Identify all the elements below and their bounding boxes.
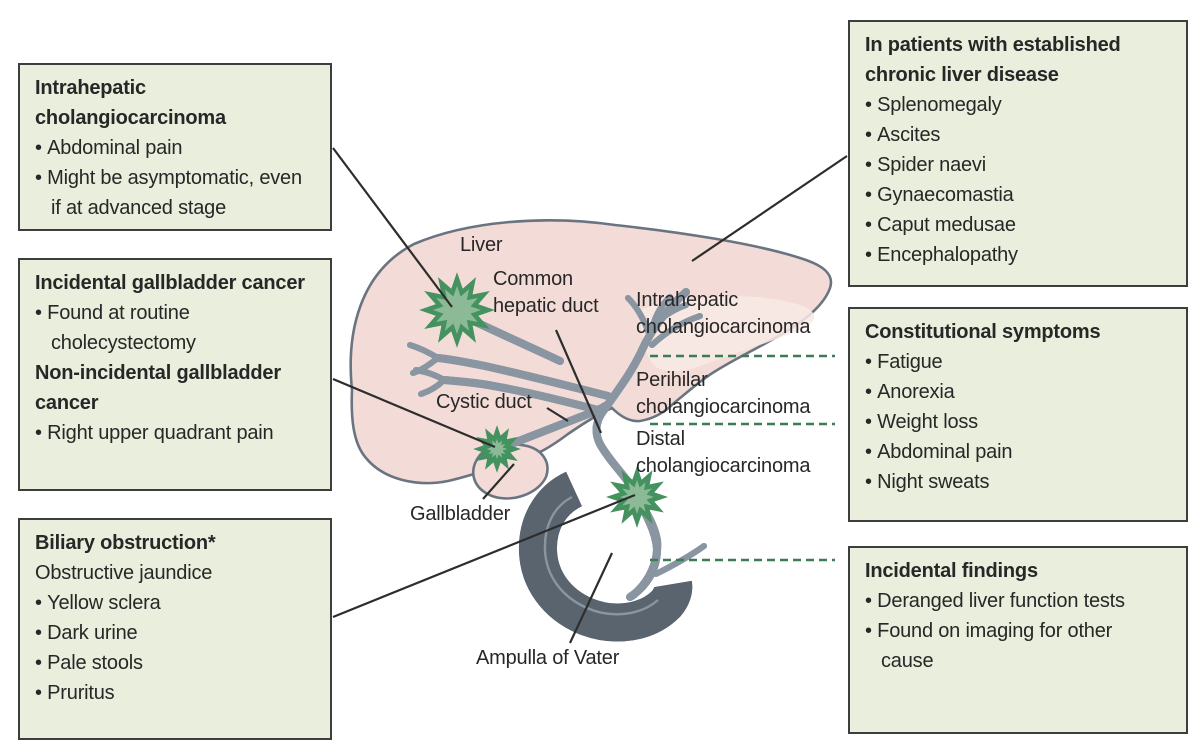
- panel-title: Biliary obstruction*: [35, 532, 216, 554]
- connector-lines: [332, 147, 848, 644]
- pointer-common-hepatic-duct: [554, 329, 603, 434]
- bullet-item: Dark urine: [35, 618, 310, 648]
- bullet-item: Pale stools: [35, 648, 310, 678]
- bullet-item: Night sweats: [865, 467, 1166, 497]
- connector-intrahepatic-panel: [332, 147, 453, 308]
- label-distal-cholangiocarcinoma: Distal cholangiocarcinoma: [636, 428, 811, 477]
- panel-title: Constitutional symptoms: [865, 321, 1101, 343]
- panel-gallbladder: Incidental gallbladder cancer Found at r…: [18, 258, 332, 491]
- panel-constitutional-symptoms: Constitutional symptoms Fatigue Anorexia…: [848, 307, 1188, 522]
- duodenum-shape: [538, 489, 673, 622]
- connector-gallbladder-panel: [332, 377, 496, 449]
- panel-title: Incidental gallbladder cancer: [35, 272, 305, 294]
- panel-title: Non-incidental gallbladder cancer: [35, 362, 281, 414]
- pointer-ampulla: [569, 552, 613, 644]
- label-cystic-duct: Cystic duct: [436, 391, 532, 413]
- bullet-item: Weight loss: [865, 407, 1166, 437]
- bullet-item: Found at routine cholecystectomy: [35, 298, 310, 358]
- panel-intrahepatic: Intrahepatic cholangiocarcinoma Abdomina…: [18, 63, 332, 231]
- bullet-item: Fatigue: [865, 347, 1166, 377]
- bullet-item: Encephalopathy: [865, 240, 1166, 270]
- bullet-item: Anorexia: [865, 377, 1166, 407]
- dashed-connectors: [650, 354, 835, 562]
- panel-biliary-obstruction: Biliary obstruction* Obstructive jaundic…: [18, 518, 332, 740]
- panel-incidental-findings: Incidental findings Deranged liver funct…: [848, 546, 1188, 734]
- tumour-starburst-icon-intrahepatic: [419, 272, 495, 348]
- bullet-item: Caput medusae: [865, 210, 1166, 240]
- bullet-item: Deranged liver function tests: [865, 586, 1166, 616]
- bullet-item: Splenomegaly: [865, 90, 1166, 120]
- bullet-item: Abdominal pain: [35, 133, 310, 163]
- panel-chronic-liver-disease: In patients with established chronic liv…: [848, 20, 1188, 287]
- duodenum-inner-fold: [543, 495, 659, 616]
- label-intrahepatic-cholangiocarcinoma: Intrahepatic cholangiocarcinoma: [636, 289, 811, 338]
- bullet-item: Spider naevi: [865, 150, 1166, 180]
- bullet-item: Ascites: [865, 120, 1166, 150]
- label-ampulla-of-vater: Ampulla of Vater: [476, 647, 620, 669]
- label-liver: Liver: [460, 234, 503, 256]
- label-perihilar-cholangiocarcinoma: Perihilar cholangiocarcinoma: [636, 369, 811, 418]
- label-gallbladder: Gallbladder: [410, 503, 511, 525]
- bullet-item: Found on imaging for other cause: [865, 616, 1166, 676]
- tumour-starburst-icon-distal: [606, 466, 668, 528]
- connector-biliary-panel: [332, 493, 636, 619]
- bullet-item: Right upper quadrant pain: [35, 418, 310, 448]
- pointer-cystic-duct: [546, 407, 569, 422]
- bullet-item: Abdominal pain: [865, 437, 1166, 467]
- bullet-item: Gynaecomastia: [865, 180, 1166, 210]
- bullet-item: Yellow sclera: [35, 588, 310, 618]
- panel-title: Intrahepatic cholangiocarcinoma: [35, 77, 226, 129]
- pointer-gallbladder: [482, 463, 515, 500]
- panel-title: In patients with established chronic liv…: [865, 34, 1121, 86]
- bullet-item: Might be asymptomatic, even if at advanc…: [35, 163, 310, 223]
- panel-title: Incidental findings: [865, 560, 1038, 582]
- label-common-hepatic-duct: Common hepatic duct: [493, 268, 599, 317]
- bullet-item: Pruritus: [35, 678, 310, 708]
- panel-subtitle: Obstructive jaundice: [35, 562, 213, 584]
- connector-chronic-panel: [691, 155, 848, 262]
- liver-light-region: [640, 296, 815, 372]
